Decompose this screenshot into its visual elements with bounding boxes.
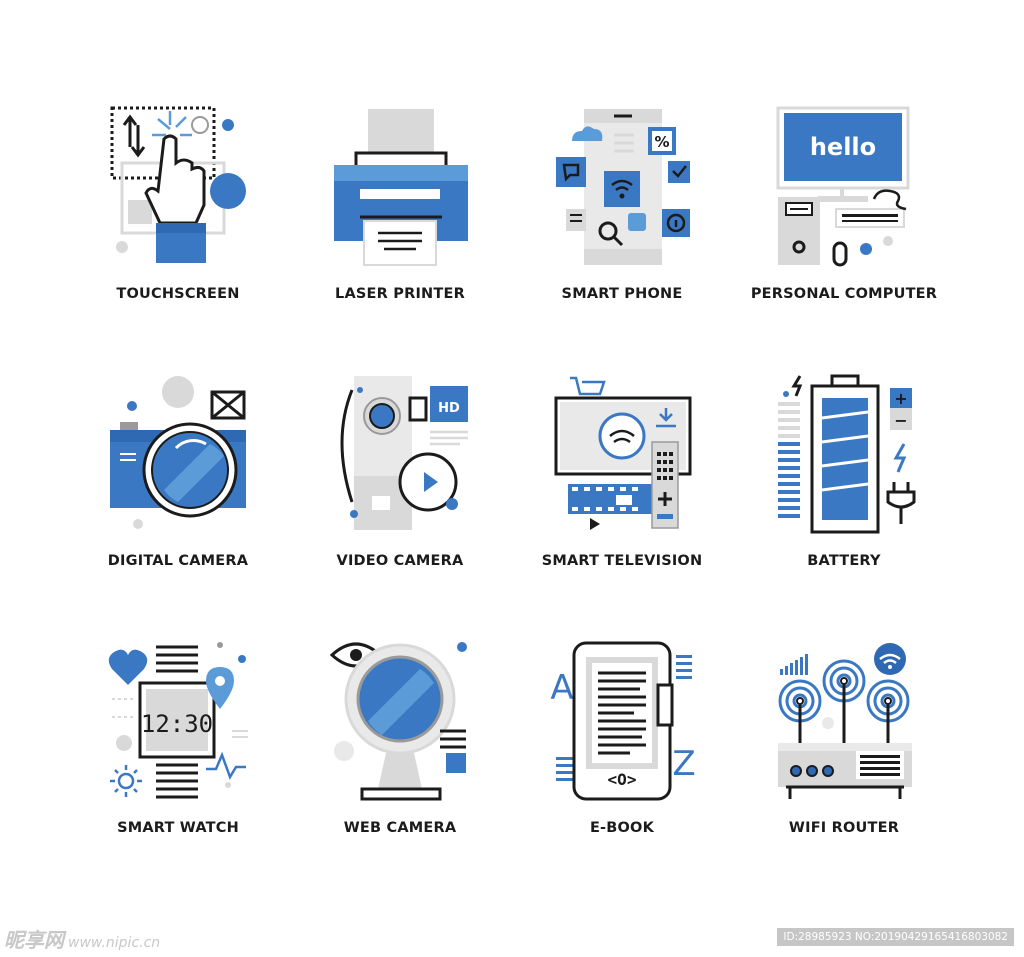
battery-icon: + − <box>778 374 916 534</box>
icon-tile-smart-television: SMART TELEVISION <box>502 372 742 612</box>
camera-icon <box>110 376 246 529</box>
icon-tile-laser-printer: LASER PRINTER <box>280 105 520 345</box>
watch-time: 12:30 <box>141 710 213 738</box>
ebook-letter-z: Z <box>672 744 695 784</box>
watch-icon: 12:30 <box>108 642 248 799</box>
icon-tile-wifi-router: WIFI ROUTER <box>724 639 964 879</box>
icon-label: TOUCHSCREEN <box>116 286 240 302</box>
hd-badge: HD <box>438 401 460 416</box>
touchscreen-icon <box>110 106 246 263</box>
smartphone-icon: % <box>556 109 690 265</box>
icon-label: VIDEO CAMERA <box>336 553 464 569</box>
icon-tile-web-camera: WEB CAMERA <box>280 639 520 879</box>
webcam-icon <box>329 642 467 801</box>
icon-label: SMART WATCH <box>117 820 239 836</box>
ebook-nav: <O> <box>608 770 637 789</box>
router-icon <box>778 643 912 799</box>
icon-tile-video-camera: HD VIDEO CAMERA <box>280 372 520 612</box>
icon-tile-touchscreen: TOUCHSCREEN <box>58 105 298 345</box>
icon-label: BATTERY <box>807 553 881 569</box>
watermark-url: www.nipic.cn <box>68 935 161 951</box>
icon-tile-battery: + − BATTERY <box>724 372 964 612</box>
icon-label: PERSONAL COMPUTER <box>750 286 938 302</box>
tv-icon <box>554 376 692 530</box>
icon-tile-digital-camera: DIGITAL CAMERA <box>58 372 298 612</box>
image-id-badge: ID:28985923 NO:20190429165416803082 <box>777 928 1014 946</box>
icon-label: LASER PRINTER <box>335 286 465 302</box>
plus-text: + <box>894 389 907 408</box>
icon-label: SMART TELEVISION <box>541 553 703 569</box>
icon-tile-smart-phone: % SMART PHONE <box>502 105 742 345</box>
icon-tile-smart-watch: 12:30 SMART WATCH <box>58 639 298 879</box>
icon-label: DIGITAL CAMERA <box>107 553 249 569</box>
ebook-letter-a: A <box>550 668 573 708</box>
monitor-greeting: hello <box>810 133 876 161</box>
percent-text: % <box>654 133 669 151</box>
watermark-brand: 昵享网 <box>4 928 64 952</box>
printer-icon <box>334 109 468 266</box>
icon-label: SMART PHONE <box>561 286 683 302</box>
minus-text: − <box>894 411 907 430</box>
video-camera-icon: HD <box>340 376 468 530</box>
icon-tile-e-book: A Z <O> E-BOOK <box>502 639 742 879</box>
icon-tile-personal-computer: hello PERSONAL COMPUTER <box>724 105 964 345</box>
ebook-icon: A Z <O> <box>550 641 696 801</box>
icon-label: E-BOOK <box>589 820 655 836</box>
icon-label: WEB CAMERA <box>343 820 457 836</box>
icon-label: WIFI ROUTER <box>788 820 900 836</box>
computer-icon: hello <box>776 106 910 267</box>
